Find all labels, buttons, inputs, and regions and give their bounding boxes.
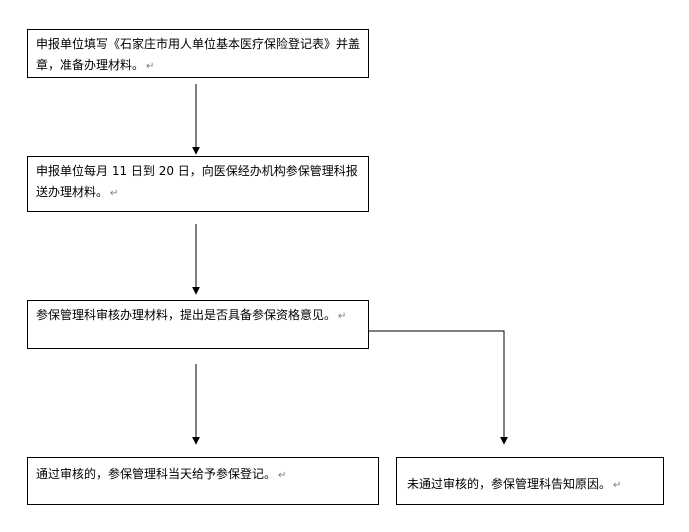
paragraph-mark-icon: ↵ <box>278 470 287 481</box>
step-submit-materials: 申报单位每月 11 日到 20 日，向医保经办机构参保管理科报送办理材料。↵ <box>27 156 369 212</box>
paragraph-mark-icon: ↵ <box>146 61 155 72</box>
paragraph-mark-icon: ↵ <box>110 188 119 199</box>
step-text: 参保管理科审核办理材料，提出是否具备参保资格意见。 <box>36 308 337 322</box>
step-text: 申报单位填写《石家庄市用人单位基本医疗保险登记表》并盖章，准备办理材料。 <box>36 37 361 72</box>
step-text: 未通过审核的，参保管理科告知原因。 <box>407 477 612 491</box>
step-approved-registration: 通过审核的，参保管理科当天给予参保登记。↵ <box>27 457 379 505</box>
paragraph-mark-icon: ↵ <box>338 311 347 322</box>
step-fill-registration-form: 申报单位填写《石家庄市用人单位基本医疗保险登记表》并盖章，准备办理材料。↵ <box>27 29 369 78</box>
paragraph-mark-icon: ↵ <box>613 480 622 491</box>
step-review-materials: 参保管理科审核办理材料，提出是否具备参保资格意见。↵ <box>27 300 369 349</box>
arrow-step3-to-rejected <box>369 330 508 445</box>
step-rejected-notify-reason: 未通过审核的，参保管理科告知原因。↵ <box>396 457 664 505</box>
step-text: 通过审核的，参保管理科当天给予参保登记。 <box>36 467 277 481</box>
step-text: 申报单位每月 11 日到 20 日，向医保经办机构参保管理科报送办理材料。 <box>36 164 358 199</box>
